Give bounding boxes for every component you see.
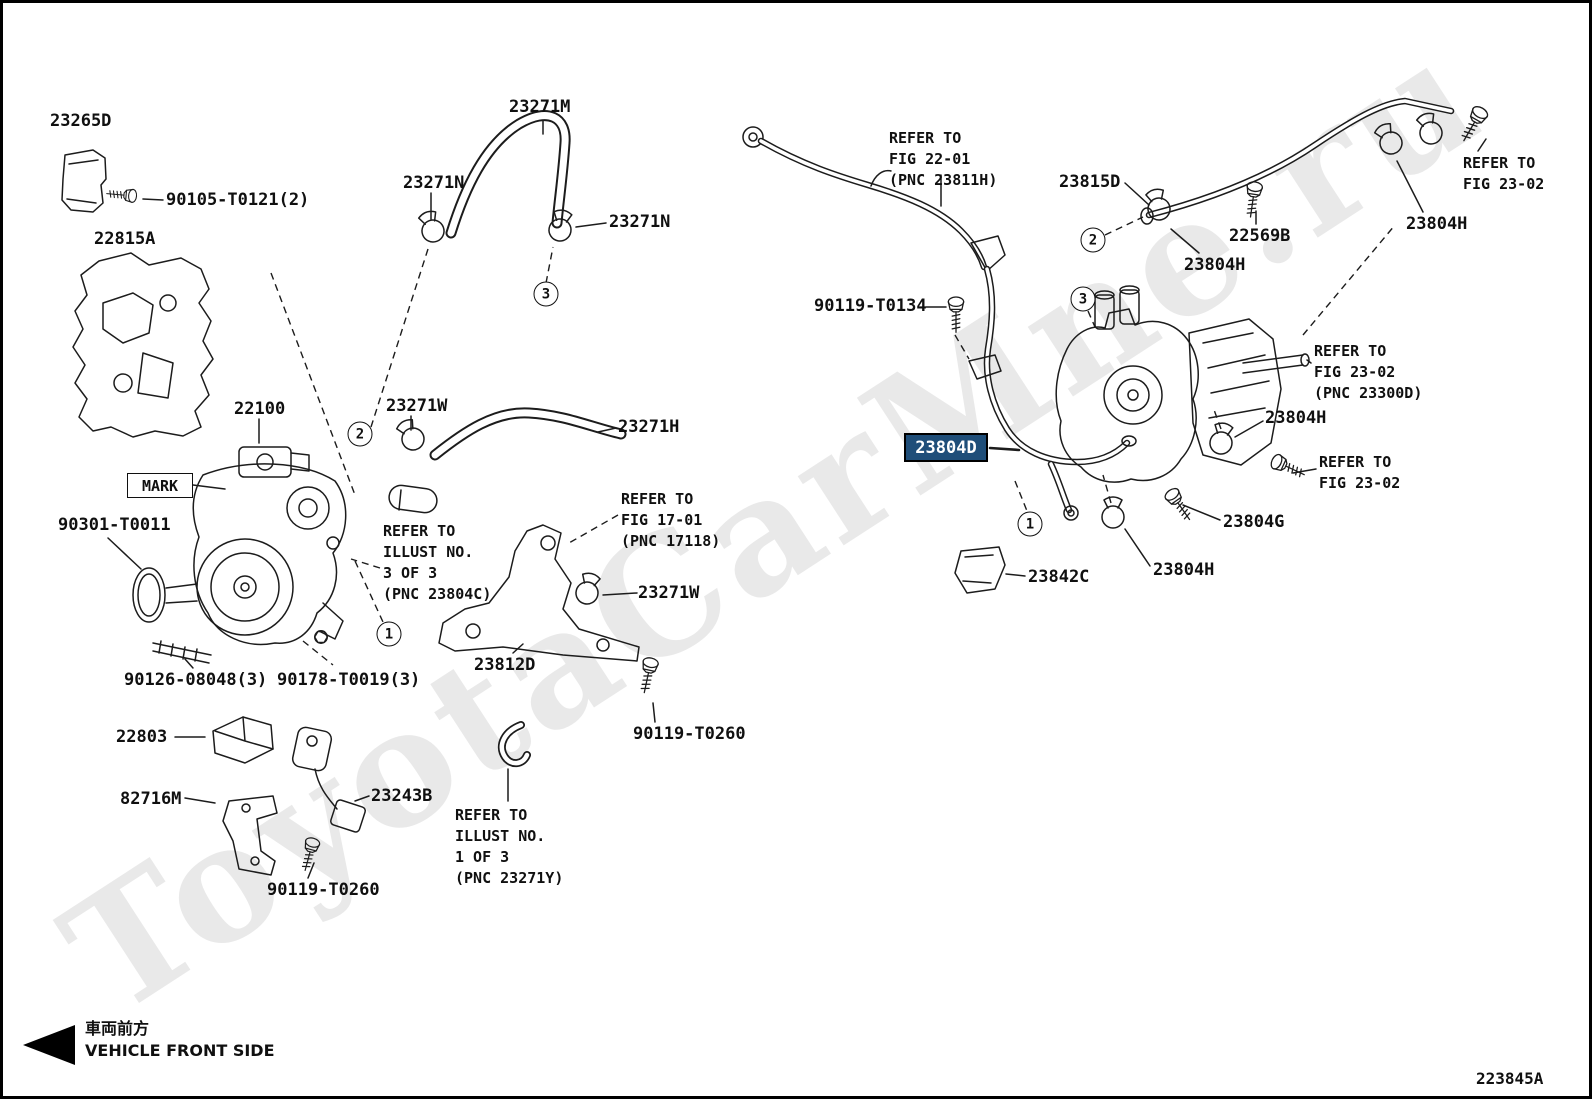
part-label-23271n-2: 23271N	[609, 212, 671, 232]
part-label-23271w-1: 23271W	[386, 396, 448, 416]
note-refer-fig-22-01: REFER TO FIG 22-01 (PNC 23811H)	[889, 129, 998, 189]
bracket-23812d-drawing	[438, 524, 640, 662]
dashed-lines	[270, 216, 1396, 666]
mark-box: MARK	[127, 473, 193, 498]
callout-1-left: 1	[376, 621, 402, 647]
callout-3-right: 3	[1070, 286, 1096, 312]
hose-23271h-drawing	[388, 407, 627, 514]
diagram-line-art	[23, 97, 1491, 1065]
bolt-90119-t0134	[947, 296, 965, 333]
part-label-22815a: 22815A	[94, 229, 156, 249]
part-label-22569b: 22569B	[1229, 226, 1291, 246]
leader-lines	[107, 120, 1487, 879]
note-refer-fig-23-02-pnc: REFER TO FIG 23-02 (PNC 23300D)	[1314, 342, 1423, 402]
note-refer-illust-3of3: REFER TO ILLUST NO. 3 OF 3 (PNC 23804C)	[383, 522, 492, 603]
part-label-23804g: 23804G	[1223, 512, 1285, 532]
fuel-pipe-fig2201-drawing	[742, 126, 1006, 272]
part-label-90119-t0260-2: 90119-T0260	[633, 724, 746, 744]
part-label-23804h-4: 23804H	[1153, 560, 1215, 580]
bolt-top-right	[1456, 103, 1491, 146]
part-label-90119-t0134: 90119-T0134	[814, 296, 927, 316]
part-label-90119-t0260-1: 90119-T0260	[267, 880, 380, 900]
figure-code: 223845A	[1476, 1069, 1544, 1088]
bolt-fig2302	[1268, 452, 1309, 483]
clamp-23804h-d	[1101, 496, 1125, 529]
sensor-22803-drawing	[212, 716, 274, 764]
vehicle-front-label-jp: 車両前方	[85, 1019, 150, 1038]
callout-3-left: 3	[533, 281, 559, 307]
hose-hook-drawing	[497, 721, 531, 768]
part-label-22100: 22100	[234, 399, 286, 419]
part-label-22803: 22803	[116, 727, 168, 747]
pipe-23804d-drawing	[983, 265, 1137, 521]
part-label-90178-t0019: 90178-T0019(3)	[277, 670, 421, 690]
bolt-90119-t0260-bottom	[297, 835, 322, 873]
bracket-23265d-drawing	[61, 149, 138, 213]
vehicle-front-arrow	[23, 1025, 75, 1065]
part-label-23265d: 23265D	[50, 111, 112, 131]
part-label-90301-t0011: 90301-T0011	[58, 515, 171, 535]
callout-2-right: 2	[1080, 227, 1106, 253]
part-label-23804d-highlighted[interactable]: 23804D	[904, 433, 988, 462]
callout-2-left: 2	[347, 421, 373, 447]
part-label-23271m: 23271M	[509, 97, 571, 117]
injection-pump-22100-drawing	[132, 446, 347, 664]
part-label-23804h-2: 23804H	[1406, 214, 1468, 234]
sensor-23243b-drawing	[291, 726, 366, 833]
part-label-23271w-2: 23271W	[638, 583, 700, 603]
part-label-82716m: 82716M	[120, 789, 182, 809]
vehicle-front-label-en: VEHICLE FRONT SIDE	[85, 1041, 275, 1060]
note-refer-illust-1of3: REFER TO ILLUST NO. 1 OF 3 (PNC 23271Y)	[455, 806, 564, 887]
part-label-23243b: 23243B	[371, 786, 433, 806]
bolt-23804g	[1162, 485, 1197, 525]
part-label-23804h-3: 23804H	[1265, 408, 1327, 428]
part-label-90126-08048: 90126-08048(3)	[124, 670, 268, 690]
part-label-23271n-1: 23271N	[403, 173, 465, 193]
part-label-23804h-1: 23804H	[1184, 255, 1246, 275]
hose-23271m-drawing	[415, 110, 576, 246]
bolt-90119-t0260-right	[636, 655, 660, 695]
note-refer-fig-23-02-mid: REFER TO FIG 23-02	[1319, 453, 1401, 492]
part-label-23271h: 23271H	[618, 417, 680, 437]
part-label-23815d: 23815D	[1059, 172, 1121, 192]
bracket-22815a-drawing	[72, 252, 214, 438]
part-label-90105-t0121: 90105-T0121(2)	[166, 190, 310, 210]
note-refer-fig-17-01: REFER TO FIG 17-01 (PNC 17118)	[621, 490, 721, 550]
pipe-23815d-drawing	[1140, 97, 1455, 225]
bracket-23842c-drawing	[954, 546, 1006, 594]
callout-1-right: 1	[1017, 511, 1043, 537]
part-label-23842c: 23842C	[1028, 567, 1090, 587]
bracket-82716m-drawing	[222, 795, 278, 876]
bolt-22569b	[1242, 180, 1264, 219]
clamp-23804h-c	[1207, 420, 1237, 457]
part-label-23812d: 23812D	[474, 655, 536, 675]
supply-pump-drawing	[968, 285, 1310, 483]
note-refer-fig-23-02-top: REFER TO FIG 23-02	[1463, 154, 1545, 193]
